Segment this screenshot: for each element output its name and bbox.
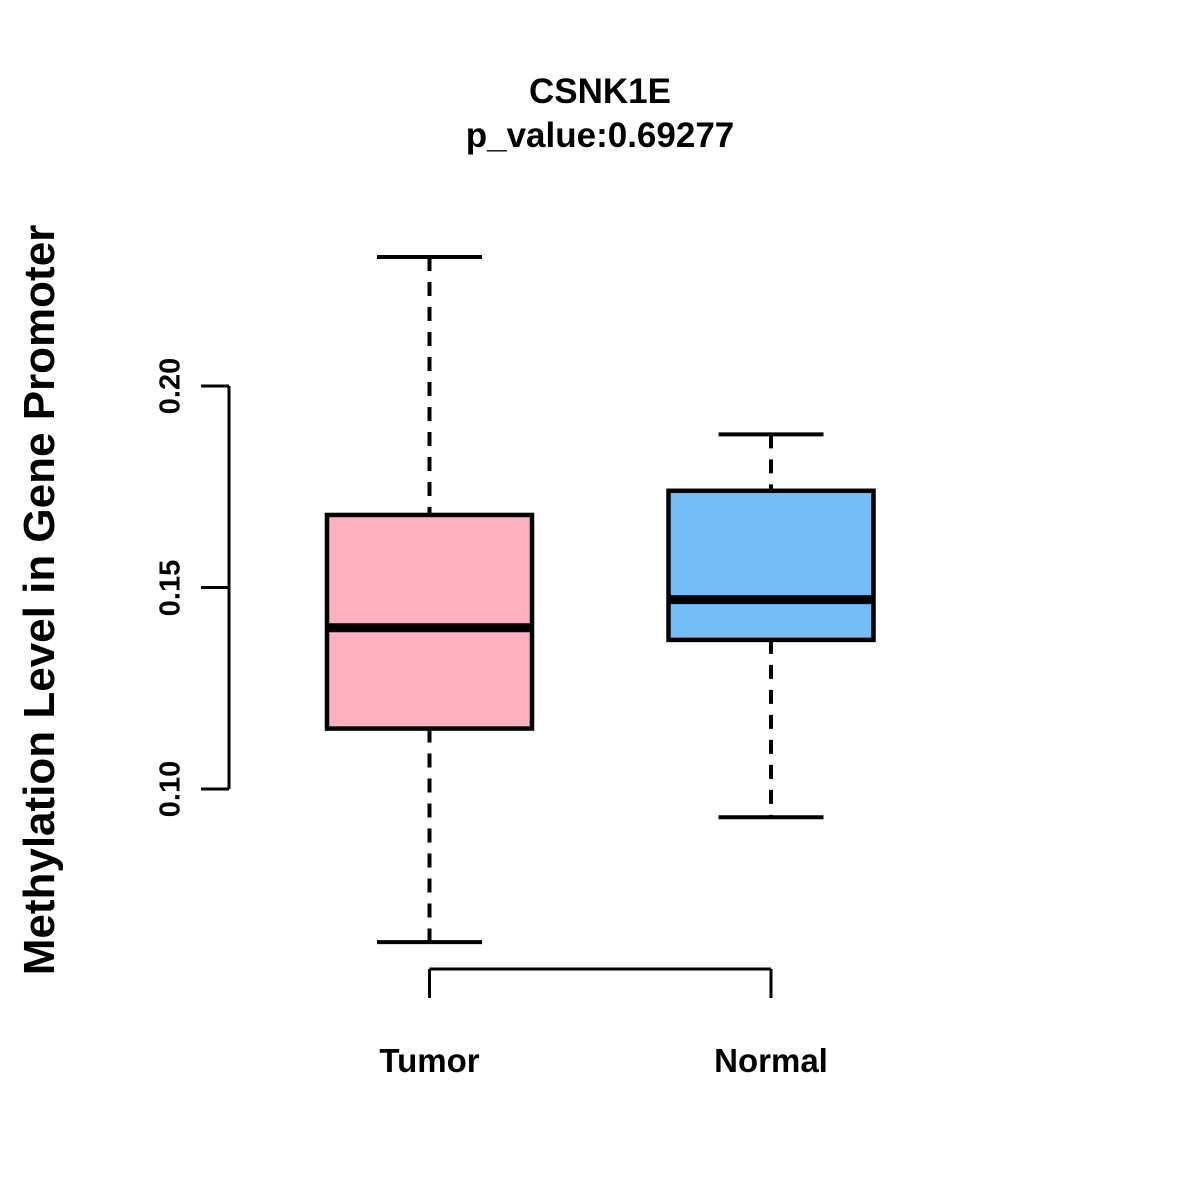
y-tick-label-0.10: 0.10 (154, 760, 187, 818)
y-tick-label-0.15: 0.15 (154, 559, 187, 616)
tumor-box (324, 512, 535, 731)
chart-title: CSNK1E (529, 72, 671, 111)
x-category-label-tumor: Tumor (379, 1042, 480, 1079)
title-block: CSNK1E p_value:0.69277 (0, 70, 1200, 158)
y-tick-label-0.20: 0.20 (154, 357, 187, 415)
chart-subtitle-pvalue: p_value:0.69277 (465, 115, 735, 155)
x-category-label-normal: Normal (714, 1042, 828, 1079)
normal-box (666, 488, 876, 643)
